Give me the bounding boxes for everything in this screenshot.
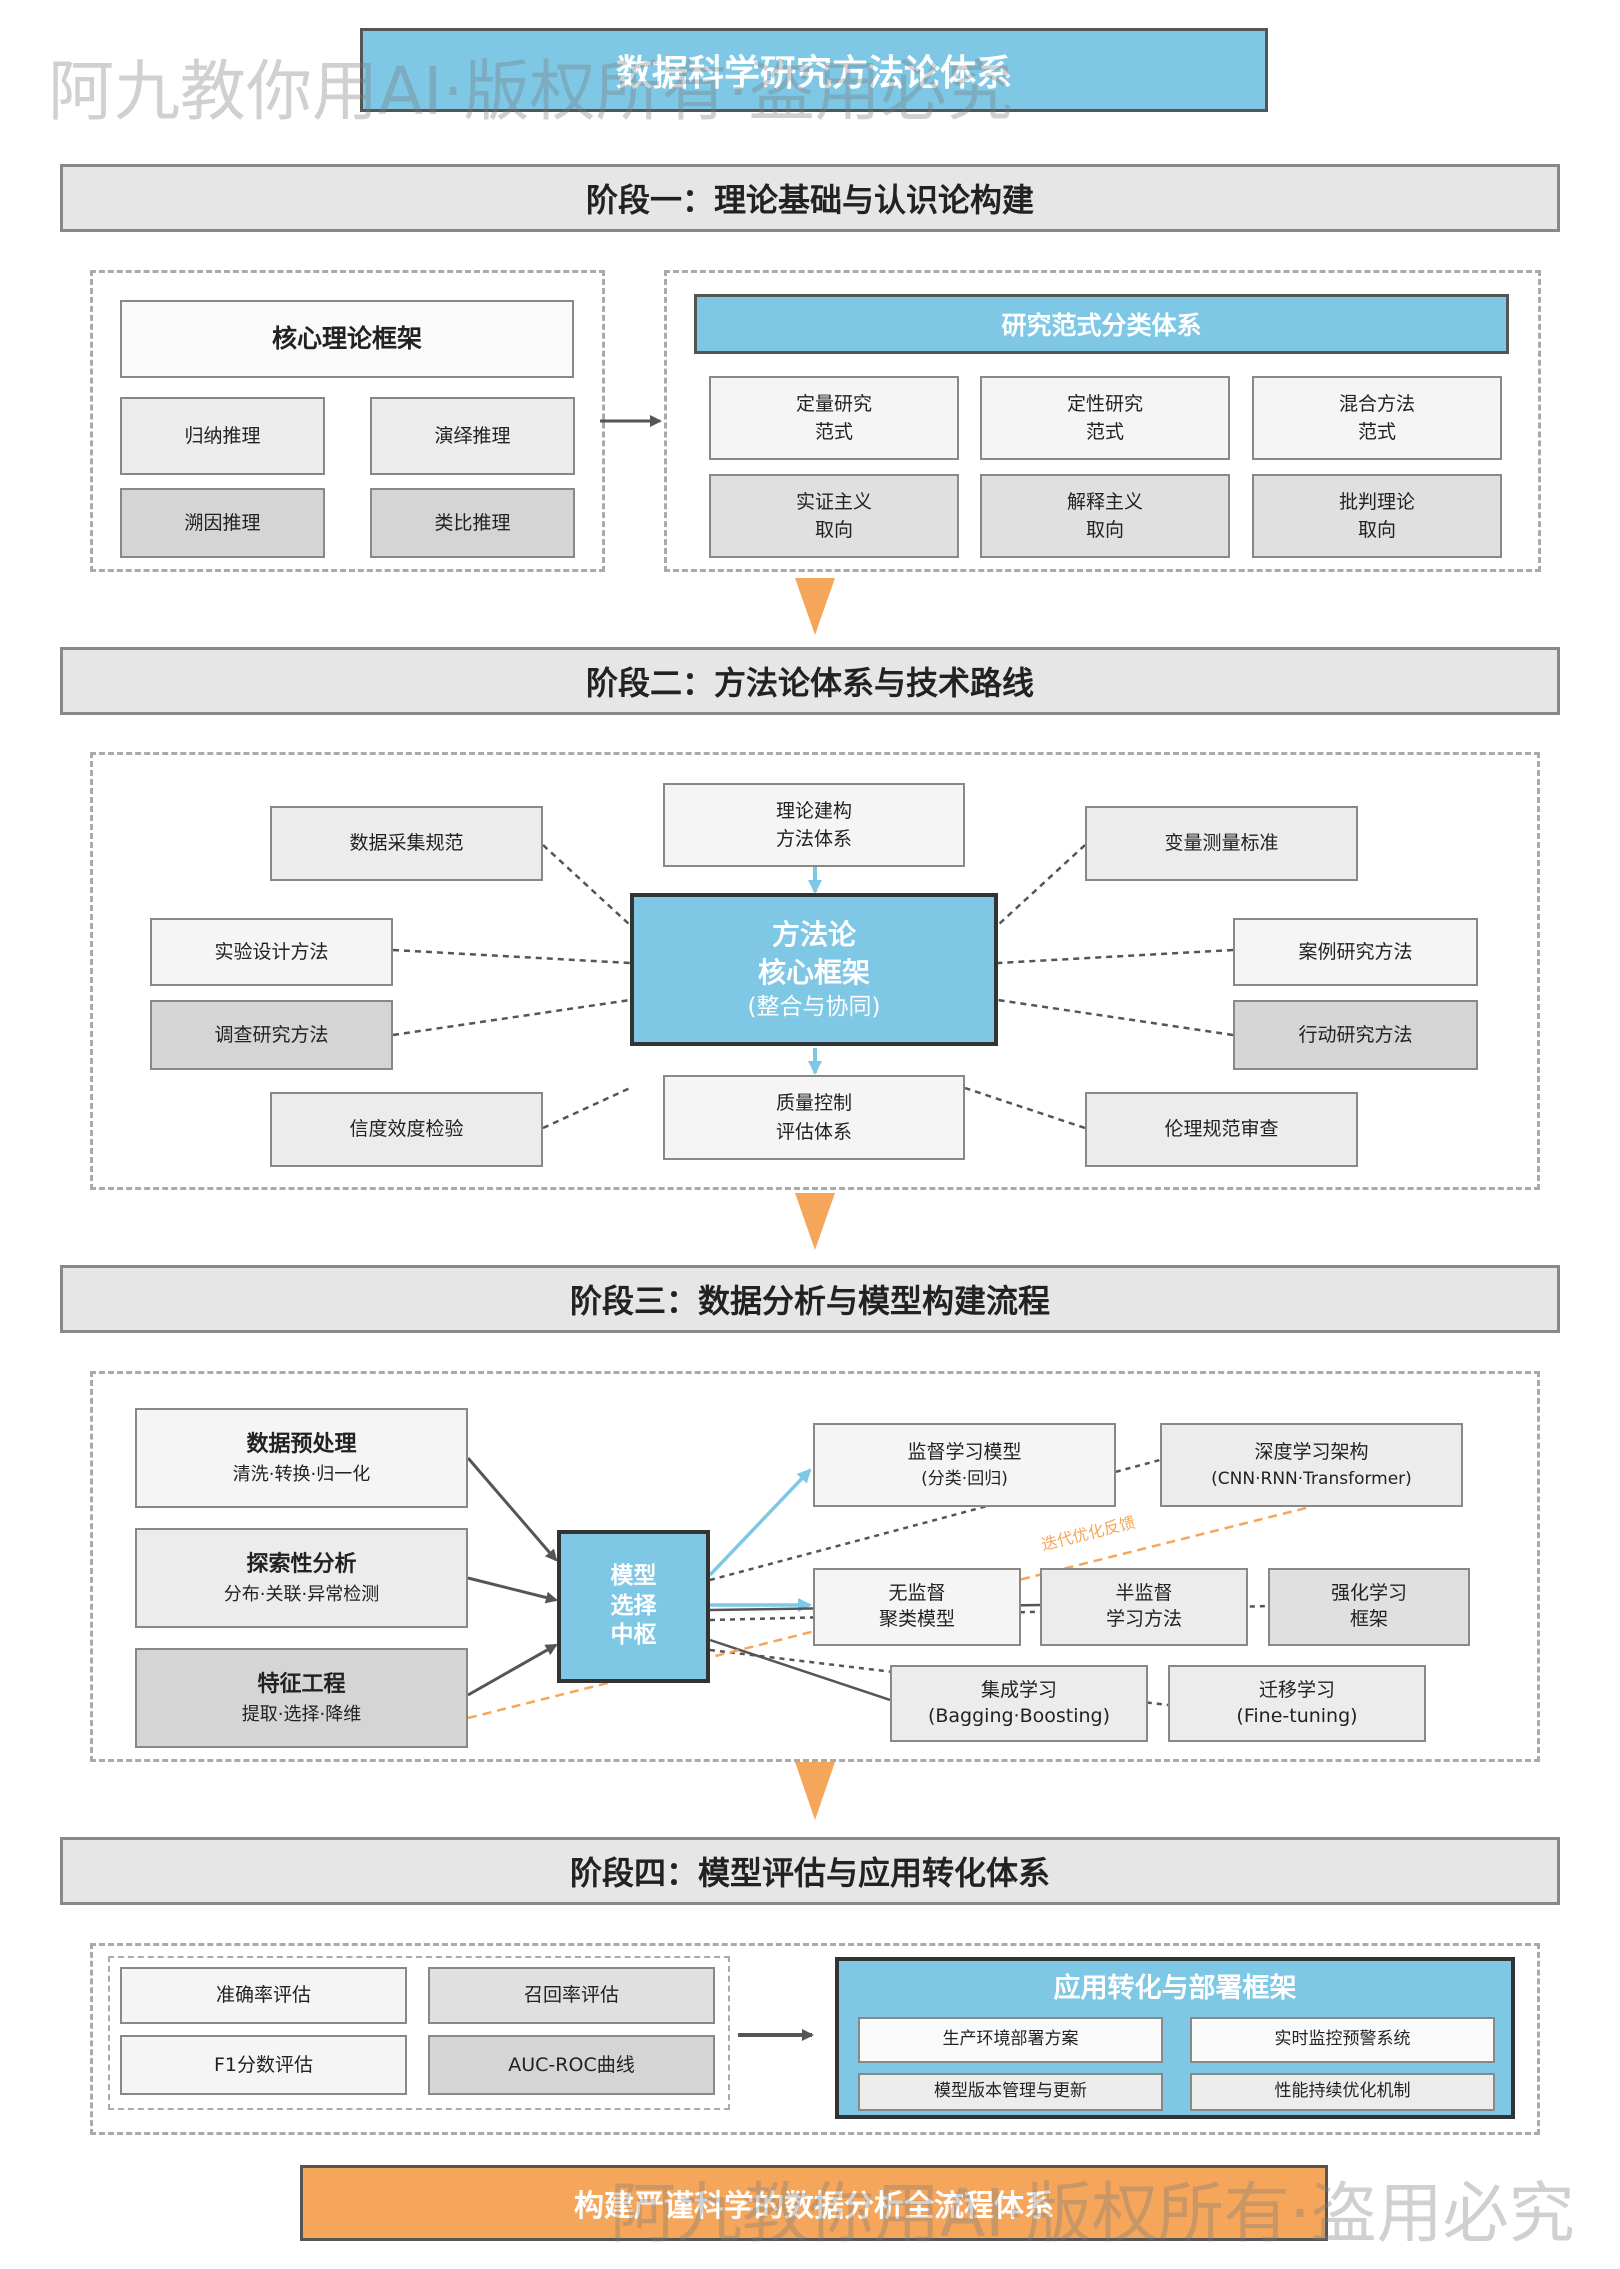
deploy-production: 生产环境部署方案 [858, 2017, 1163, 2063]
deploy-monitoring: 实时监控预警系统 [1190, 2017, 1495, 2063]
methodology-core-box: 方法论 核心框架 (整合与协同) [630, 893, 998, 1046]
variable-measure-box: 变量测量标准 [1085, 806, 1358, 881]
experiment-design-box: 实验设计方法 [150, 918, 393, 986]
paradigm-qualitative: 定性研究 范式 [980, 376, 1230, 460]
recall-metric: 召回率评估 [428, 1967, 715, 2024]
data-collection-box: 数据采集规范 [270, 806, 543, 881]
stage4-container [90, 1943, 1540, 2135]
semi-supervised-box: 半监督 学习方法 [1040, 1568, 1248, 1646]
stage1-core-container [90, 270, 605, 572]
f1-metric: F1分数评估 [120, 2035, 407, 2095]
main-title: 数据科学研究方法论体系 [360, 28, 1268, 112]
stage-arrow-2 [795, 1193, 835, 1250]
preprocessing-box: 数据预处理 清洗·转换·归一化 [135, 1408, 468, 1508]
transfer-learning-box: 迁移学习 (Fine-tuning) [1168, 1665, 1426, 1742]
stage2-container [90, 752, 1540, 1190]
auc-roc-metric: AUC-ROC曲线 [428, 2035, 715, 2095]
reasoning-analogy: 类比推理 [370, 488, 575, 558]
theory-construction-box: 理论建构 方法体系 [663, 783, 965, 867]
reliability-box: 信度效度检验 [270, 1092, 543, 1167]
stage1-paradigm-container [664, 270, 1541, 572]
stage-arrow-1 [795, 578, 835, 635]
paradigm-positivism: 实证主义 取向 [709, 474, 959, 558]
deploy-framework-title: 应用转化与部署框架 [1053, 1973, 1297, 2004]
ethics-box: 伦理规范审查 [1085, 1092, 1358, 1167]
core-theory-title: 核心理论框架 [120, 300, 574, 378]
paradigm-quantitative: 定量研究 范式 [709, 376, 959, 460]
feature-engineering-box: 特征工程 提取·选择·降维 [135, 1648, 468, 1748]
paradigm-interpretivism: 解释主义 取向 [980, 474, 1230, 558]
paradigm-mixed: 混合方法 范式 [1252, 376, 1502, 460]
deep-learning-box: 深度学习架构 (CNN·RNN·Transformer) [1160, 1423, 1463, 1507]
reasoning-abduction: 溯因推理 [120, 488, 325, 558]
quality-control-box: 质量控制 评估体系 [663, 1075, 965, 1160]
deploy-versioning: 模型版本管理与更新 [858, 2073, 1163, 2111]
reasoning-induction: 归纳推理 [120, 397, 325, 475]
survey-research-box: 调查研究方法 [150, 1000, 393, 1070]
action-research-box: 行动研究方法 [1233, 1000, 1478, 1070]
deploy-optimization: 性能持续优化机制 [1190, 2073, 1495, 2111]
stage3-container [90, 1371, 1540, 1762]
reasoning-deduction: 演绎推理 [370, 397, 575, 475]
case-study-box: 案例研究方法 [1233, 918, 1478, 986]
paradigm-title: 研究范式分类体系 [694, 294, 1509, 354]
footer-banner: 构建严谨科学的数据分析全流程体系 [300, 2165, 1328, 2241]
paradigm-critical: 批判理论 取向 [1252, 474, 1502, 558]
unsupervised-box: 无监督 聚类模型 [813, 1568, 1021, 1646]
stage3-header: 阶段三：数据分析与模型构建流程 [60, 1265, 1560, 1333]
model-selection-hub: 模型 选择 中枢 [557, 1530, 710, 1683]
stage1-header: 阶段一：理论基础与认识论构建 [60, 164, 1560, 232]
accuracy-metric: 准确率评估 [120, 1967, 407, 2024]
stage4-header: 阶段四：模型评估与应用转化体系 [60, 1837, 1560, 1905]
exploratory-analysis-box: 探索性分析 分布·关联·异常检测 [135, 1528, 468, 1628]
reinforcement-box: 强化学习 框架 [1268, 1568, 1470, 1646]
metrics-container [108, 1956, 730, 2110]
supervised-learning-box: 监督学习模型 (分类·回归) [813, 1423, 1116, 1507]
stage-arrow-3 [795, 1762, 835, 1820]
ensemble-learning-box: 集成学习 (Bagging·Boosting) [890, 1665, 1148, 1742]
stage2-header: 阶段二：方法论体系与技术路线 [60, 647, 1560, 715]
